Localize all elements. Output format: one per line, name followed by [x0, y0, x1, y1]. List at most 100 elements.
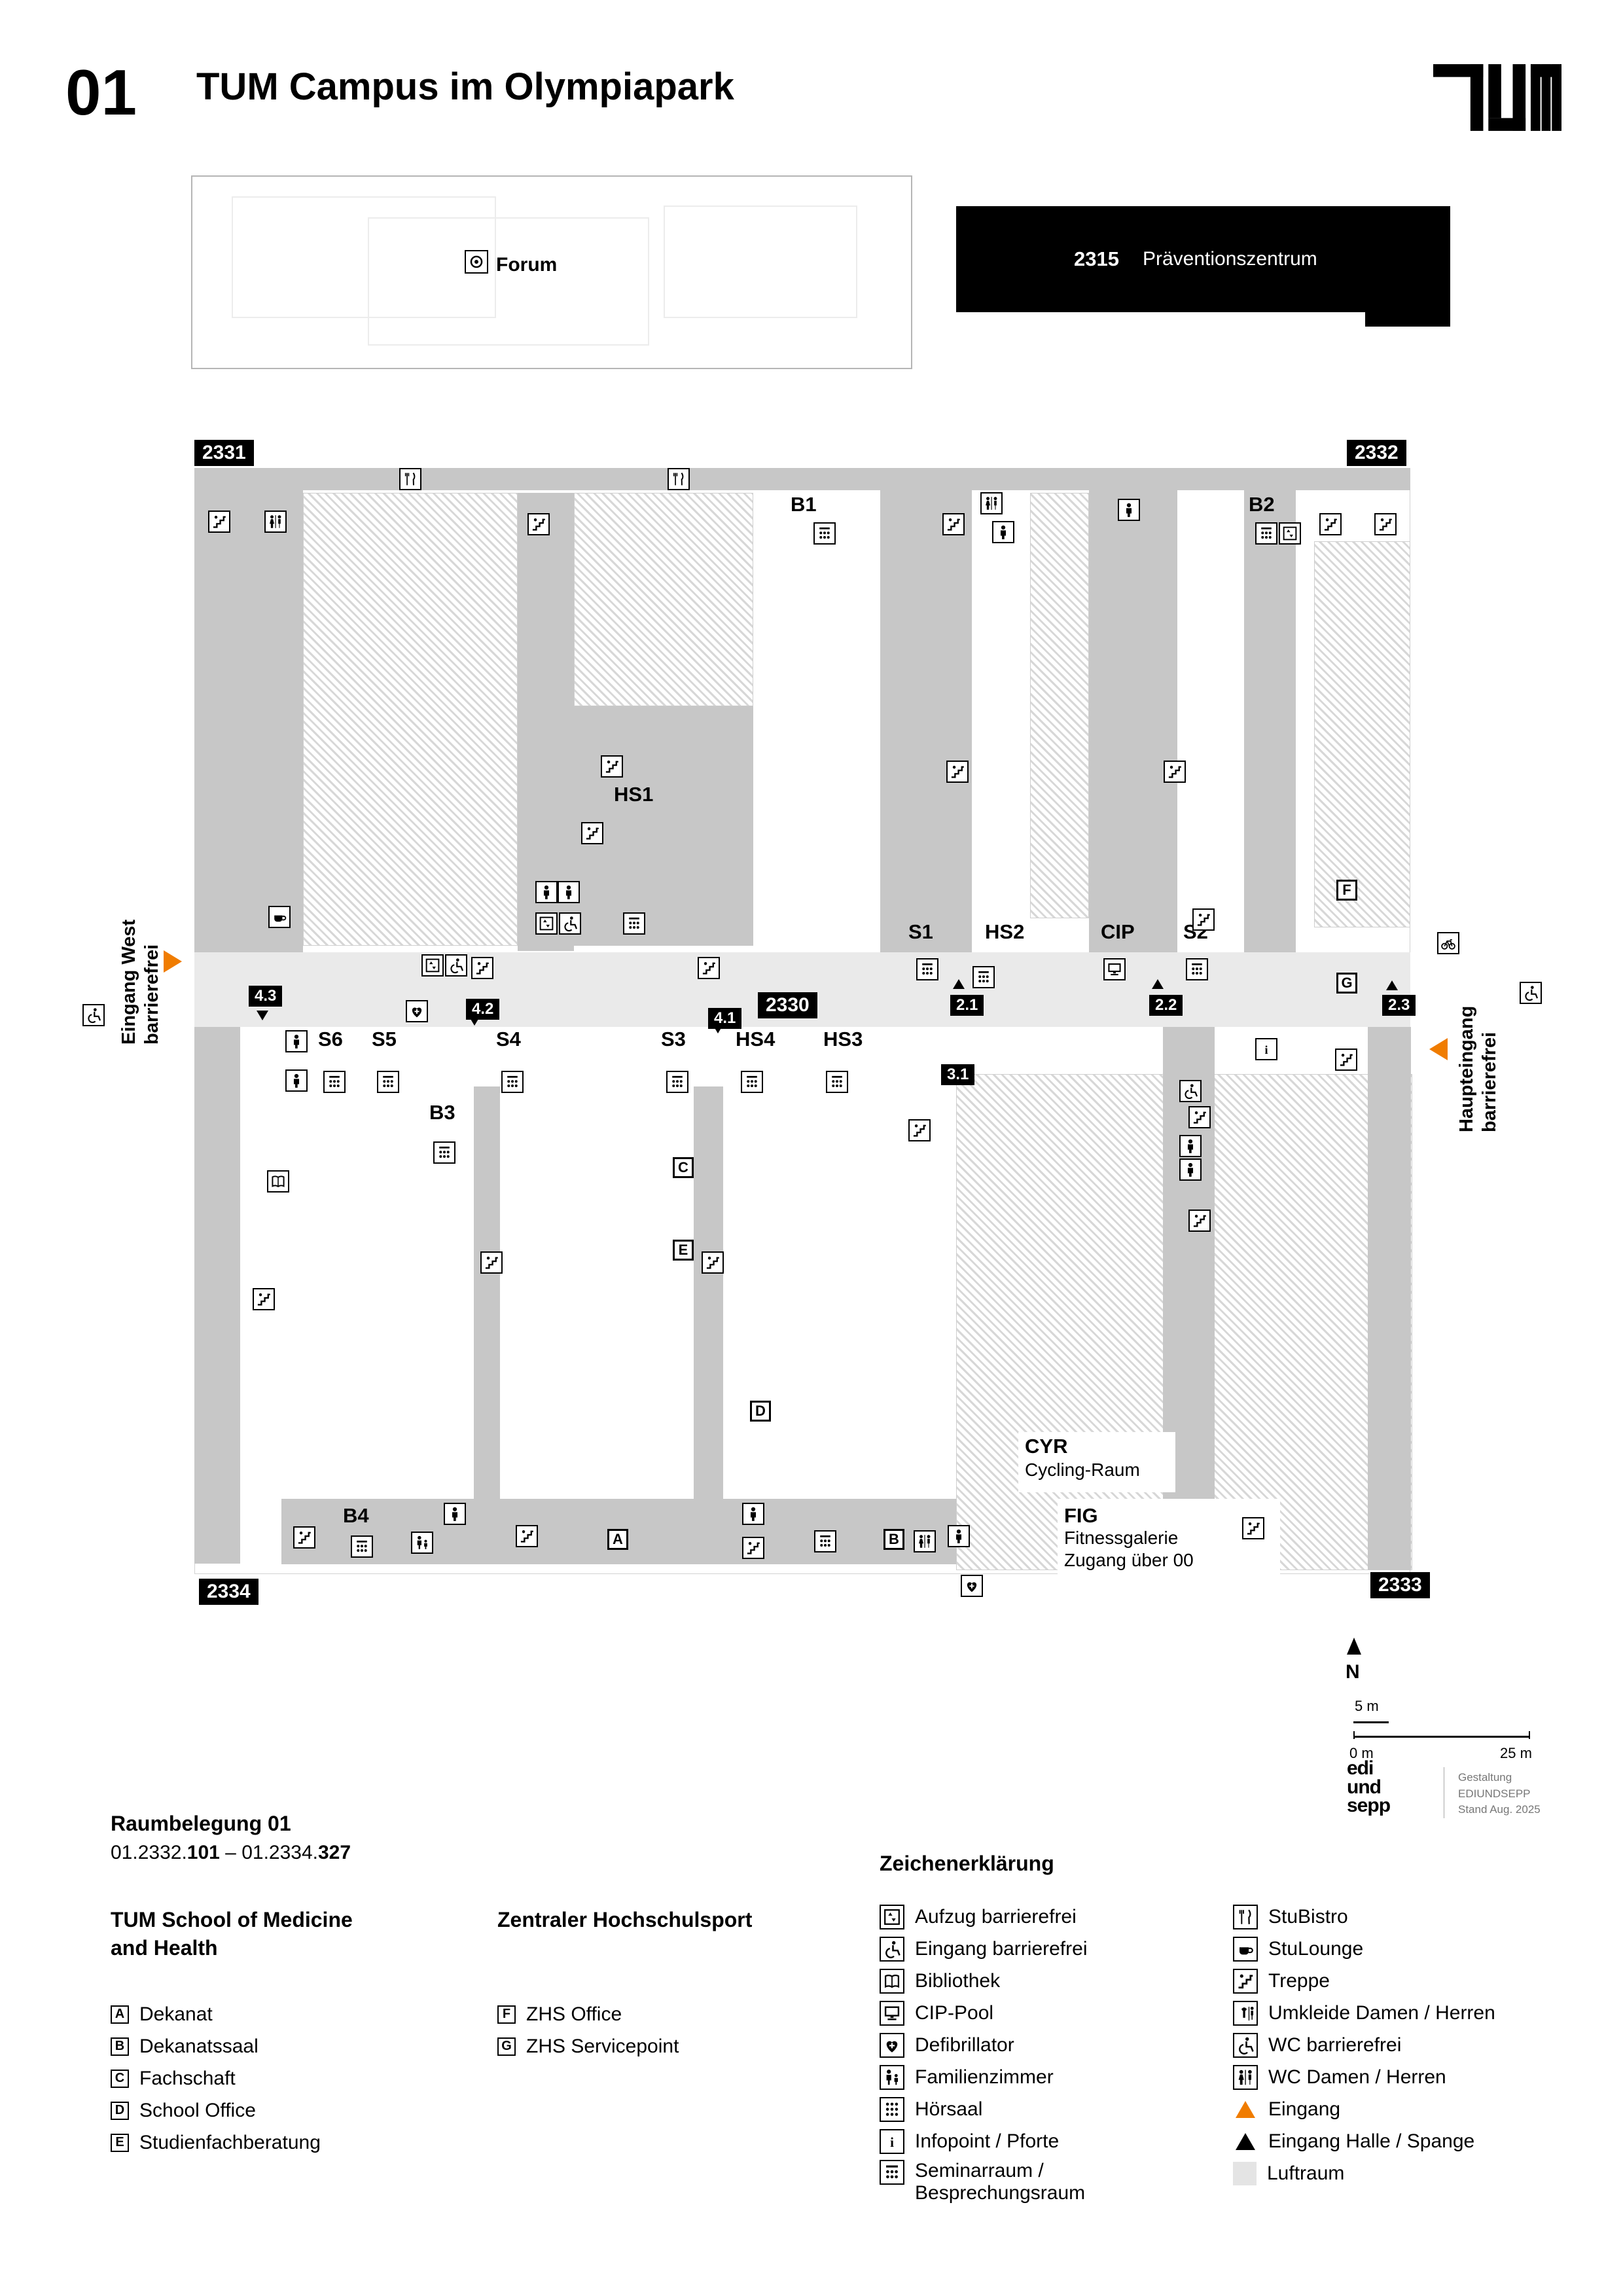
svg-text:i: i [890, 2134, 894, 2150]
stairs-icon [471, 957, 493, 979]
legend-label: Bibliothek [915, 1969, 1001, 1992]
legend-label: Treppe [1268, 1969, 1330, 1992]
hatch-area [1030, 493, 1089, 918]
seminar-icon [880, 2160, 904, 2185]
room-label-zugang-ber-00: Zugang über 00 [1064, 1550, 1194, 1570]
plan-letter-D: D [750, 1401, 771, 1422]
legend-heading: Zeichenerklärung [880, 1852, 1054, 1875]
stairs-icon [1164, 761, 1186, 783]
wheelchair-icon [1520, 982, 1542, 1004]
elevator-icon [880, 1904, 904, 1929]
entrance-triangle-down [257, 1011, 268, 1020]
white-area [1018, 1432, 1175, 1492]
stairs-icon [942, 513, 965, 535]
wall-area [1244, 490, 1296, 952]
entrance-triangle-right [164, 950, 182, 973]
key-label: Dekanatssaal [139, 2035, 259, 2057]
north-arrow-icon [1347, 1638, 1361, 1655]
plan-badge-2.2: 2.2 [1149, 995, 1183, 1016]
key-badge-D: D [111, 2101, 129, 2120]
raumbelegung-title: Raumbelegung 01 [111, 1812, 291, 1835]
family-icon [880, 2064, 904, 2090]
wall-area [1368, 1027, 1411, 1570]
room-label-s6: S6 [318, 1028, 343, 1050]
wheelchair-icon [1233, 2032, 1258, 2058]
legend-row: Defibrillator [880, 2029, 1087, 2061]
wc-icon [264, 511, 287, 533]
legend-label: CIP-Pool [915, 2001, 994, 2024]
key-label: ZHS Office [526, 2003, 622, 2025]
legend-row: Eingang barrierefrei [880, 1933, 1087, 1965]
wc-icon [914, 1530, 936, 1552]
room-label-hs4: HS4 [736, 1028, 776, 1050]
stairs-icon [946, 761, 969, 783]
entrance-triangle-down [712, 1024, 724, 1033]
bistro-icon [399, 468, 421, 490]
wall-area [194, 1027, 240, 1564]
plan-badge-2330: 2330 [758, 992, 817, 1018]
room-label-fig: FIG [1064, 1504, 1098, 1527]
entrance-triangle-up [1152, 979, 1164, 989]
page-number: 01 [65, 56, 137, 128]
wheelchair-icon [445, 954, 467, 977]
entrance-west-label: Eingang West barrierefrei [118, 919, 162, 1045]
bistro-icon [1233, 1904, 1258, 1929]
legend-row: Hörsaal [880, 2093, 1087, 2125]
plan-letter-C: C [673, 1157, 694, 1178]
person-icon [285, 1069, 308, 1092]
seminar-icon [972, 966, 995, 988]
stairs-icon [581, 822, 603, 844]
room-label-s1: S1 [908, 920, 933, 943]
legend-label: Eingang [1268, 2098, 1341, 2120]
legend-label: Eingang Halle / Spange [1268, 2130, 1475, 2152]
seminar-icon [814, 1530, 836, 1552]
lounge-icon [268, 906, 291, 928]
raumbelegung-range: 01.2332.101 – 01.2334.327 [111, 1842, 351, 1863]
person-icon [1118, 499, 1140, 521]
legend-row: Luftraum [1233, 2157, 1495, 2189]
person-icon [558, 881, 580, 903]
tri-black-icon [1233, 2129, 1258, 2154]
north-label: N [1346, 1661, 1360, 1683]
hatch-area [574, 493, 753, 706]
legend-label: Defibrillator [915, 2034, 1014, 2056]
legend-row: Aufzug barrierefrei [880, 1901, 1087, 1933]
stairs-icon [1374, 513, 1397, 535]
info-icon: i [1255, 1038, 1277, 1060]
person-icon [535, 881, 558, 903]
plan-badge-2.3: 2.3 [1382, 995, 1416, 1016]
scale-5m-label: 5 m [1355, 1698, 1379, 1714]
entrance-main-label: Haupteingang barrierefrei [1456, 1005, 1500, 1132]
room-label-s3: S3 [661, 1028, 686, 1050]
wheelchair-icon [82, 1004, 105, 1026]
monitor-icon [880, 2000, 904, 2026]
tri-orange-icon [1233, 2097, 1258, 2122]
stairs-icon [1192, 908, 1215, 931]
overview-building-outline [232, 196, 496, 318]
room-label-hs2: HS2 [985, 920, 1025, 943]
person-icon [444, 1503, 466, 1525]
stairs-icon [527, 513, 550, 535]
legend-row: Eingang Halle / Spange [1233, 2125, 1495, 2157]
legend-label: StuLounge [1268, 1937, 1364, 1960]
luftraum-swatch [1233, 2161, 1257, 2185]
stairs-icon [293, 1526, 315, 1549]
room-label-s4: S4 [496, 1028, 521, 1050]
wall-area [880, 490, 972, 952]
entrance-triangle-up [1386, 980, 1398, 990]
seminar-icon [826, 1071, 848, 1093]
stairs-icon [1242, 1517, 1264, 1539]
legend-label: Seminarraum /Besprechungsraum [915, 2160, 1086, 2204]
plan-badge-2331: 2331 [194, 440, 254, 466]
legend-row: Treppe [1233, 1965, 1495, 1997]
tum-logo-icon [1433, 64, 1561, 134]
hatch-area [303, 493, 518, 946]
person-icon [285, 1030, 308, 1052]
info-icon: i [880, 2128, 904, 2154]
room-label-cip: CIP [1101, 920, 1135, 943]
